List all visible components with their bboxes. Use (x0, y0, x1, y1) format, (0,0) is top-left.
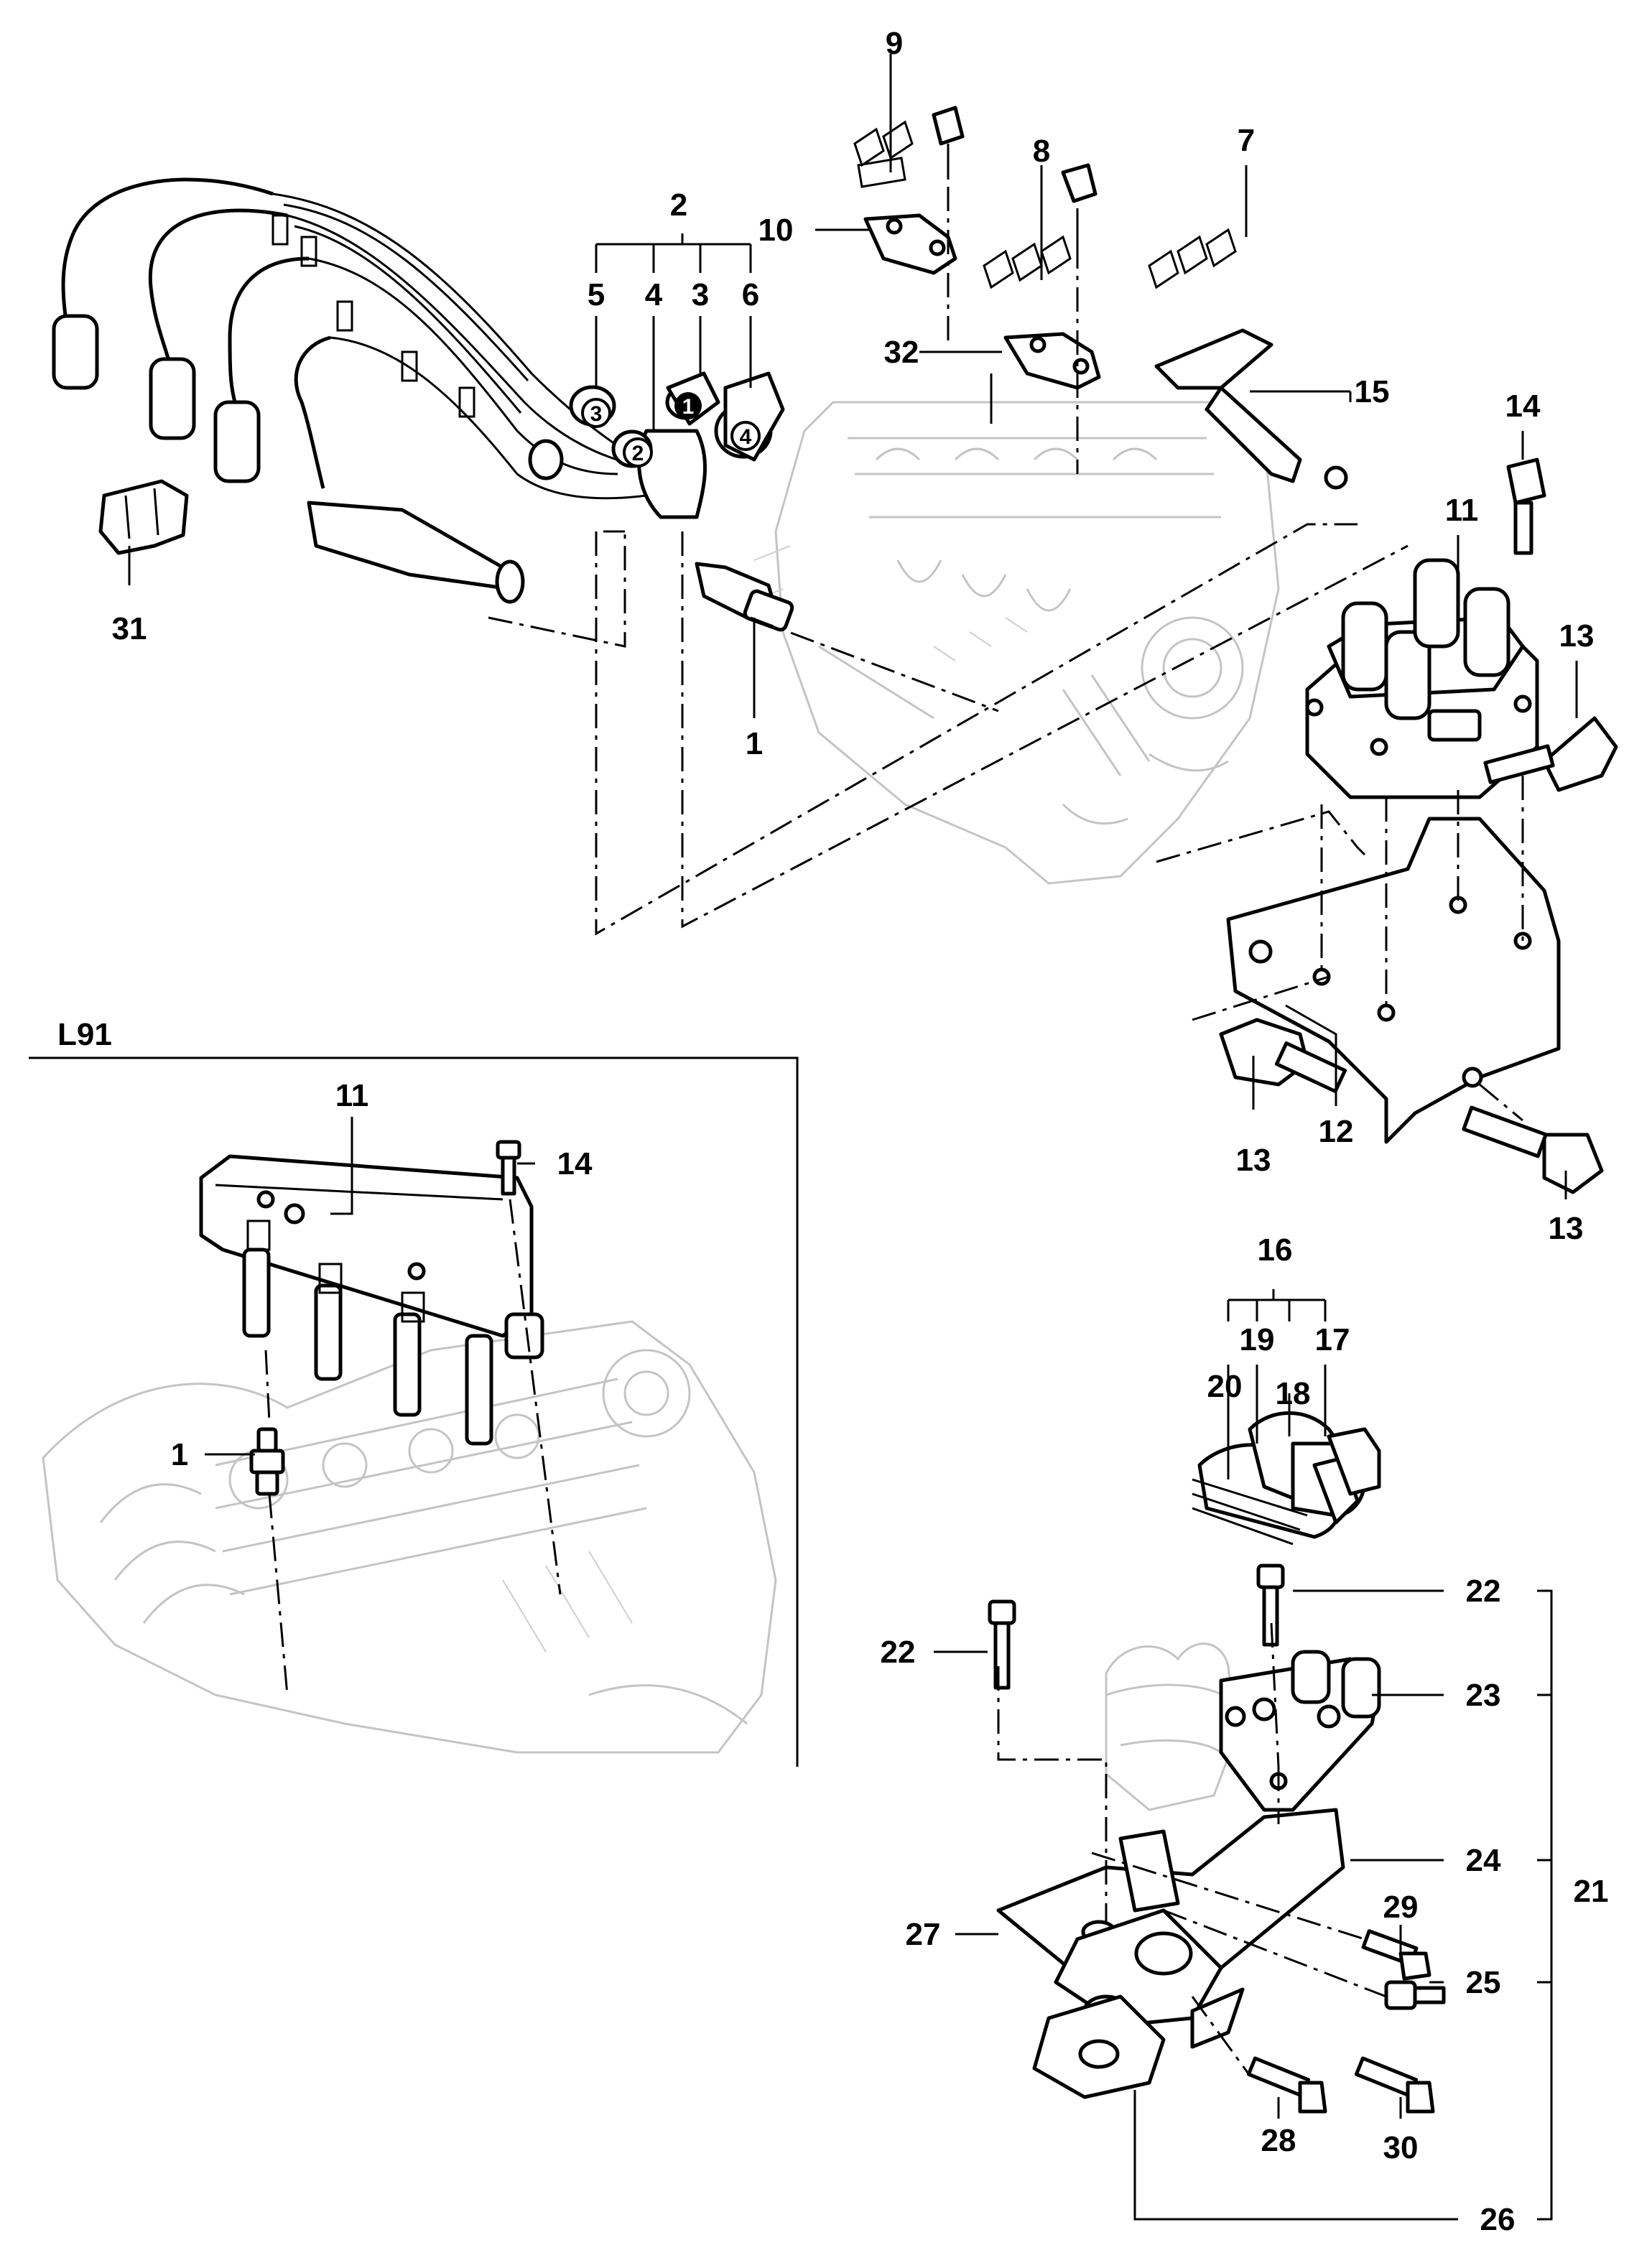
spark-plug-top (695, 562, 794, 632)
engine-outline-upper (746, 401, 1280, 885)
callout-23: 23 (1466, 1678, 1501, 1713)
callout-18: 18 (1276, 1376, 1311, 1411)
wire-marker-4: 4 (740, 425, 752, 449)
wire-clips-and-brackets (853, 106, 1348, 490)
bolts-top (1219, 457, 1618, 1194)
callout-21: 21 (1574, 1874, 1609, 1909)
callout-29: 29 (1383, 1890, 1419, 1925)
callout-13-b: 13 (1236, 1143, 1271, 1178)
assembly-lines-upper (488, 187, 1524, 1122)
coil-pack-inset (199, 1154, 544, 1446)
bolt-inset (496, 1140, 521, 1196)
callout-20: 20 (1207, 1369, 1243, 1404)
callout-19: 19 (1240, 1322, 1275, 1357)
wire-number-markers: 1 2 3 4 (581, 392, 761, 468)
callout-11-top: 11 (1445, 493, 1479, 528)
callout-11-inset: 11 (335, 1078, 369, 1113)
callout-1-inset: 1 (171, 1437, 188, 1472)
callout-13-c: 13 (1549, 1211, 1584, 1246)
callout-31: 31 (112, 611, 147, 646)
callout-4: 4 (645, 277, 663, 312)
coil-bracket (1226, 817, 1561, 1144)
wire-marker-3: 3 (590, 402, 603, 426)
callout-24: 24 (1466, 1843, 1501, 1878)
callout-27: 27 (906, 1917, 941, 1952)
callout-labels: 9 8 7 2 10 5 4 3 6 32 15 14 11 13 31 1 1… (112, 26, 1609, 2237)
callout-26: 26 (1480, 2202, 1516, 2237)
callout-8: 8 (1033, 134, 1050, 169)
assembly-lines-distributor (997, 1622, 1387, 2076)
callout-28: 28 (1261, 2123, 1296, 2158)
inset-frame (29, 1056, 799, 1767)
bolts-distributor (988, 1564, 1446, 2114)
callout-2: 2 (670, 187, 687, 223)
callout-22-a: 22 (1466, 1574, 1501, 1609)
callout-17: 17 (1315, 1322, 1350, 1357)
callout-10: 10 (758, 213, 794, 248)
wire-clip-31 (98, 479, 189, 555)
ignition-coil-top (1305, 558, 1539, 799)
inset-label: L91 (57, 1017, 112, 1052)
callout-5: 5 (588, 277, 605, 312)
engine-outline-inset (42, 1320, 777, 1754)
leader-lines (128, 54, 1578, 2221)
distributor-assembly (996, 1643, 1381, 2099)
callout-3: 3 (692, 277, 709, 312)
callout-25: 25 (1466, 1965, 1501, 2000)
callout-1-top: 1 (746, 726, 763, 761)
callout-6: 6 (742, 277, 759, 312)
wire-marker-1: 1 (682, 395, 695, 419)
callout-14-inset: 14 (557, 1146, 593, 1181)
ignition-wire-set (52, 177, 647, 604)
assembly-lines-inset (264, 1199, 562, 1696)
spark-plug-inset (249, 1427, 285, 1496)
distributor-wires (1192, 1411, 1381, 1546)
callout-7: 7 (1238, 123, 1255, 158)
callout-13-a: 13 (1559, 618, 1595, 654)
callout-12: 12 (1319, 1114, 1354, 1149)
callout-22-b: 22 (881, 1635, 916, 1670)
callout-30: 30 (1383, 2130, 1419, 2165)
callout-15: 15 (1355, 374, 1390, 409)
callout-16: 16 (1258, 1232, 1293, 1268)
callout-9: 9 (886, 26, 903, 61)
callout-32: 32 (884, 335, 919, 370)
wire-marker-2: 2 (632, 442, 644, 465)
callout-14-top: 14 (1505, 389, 1541, 424)
